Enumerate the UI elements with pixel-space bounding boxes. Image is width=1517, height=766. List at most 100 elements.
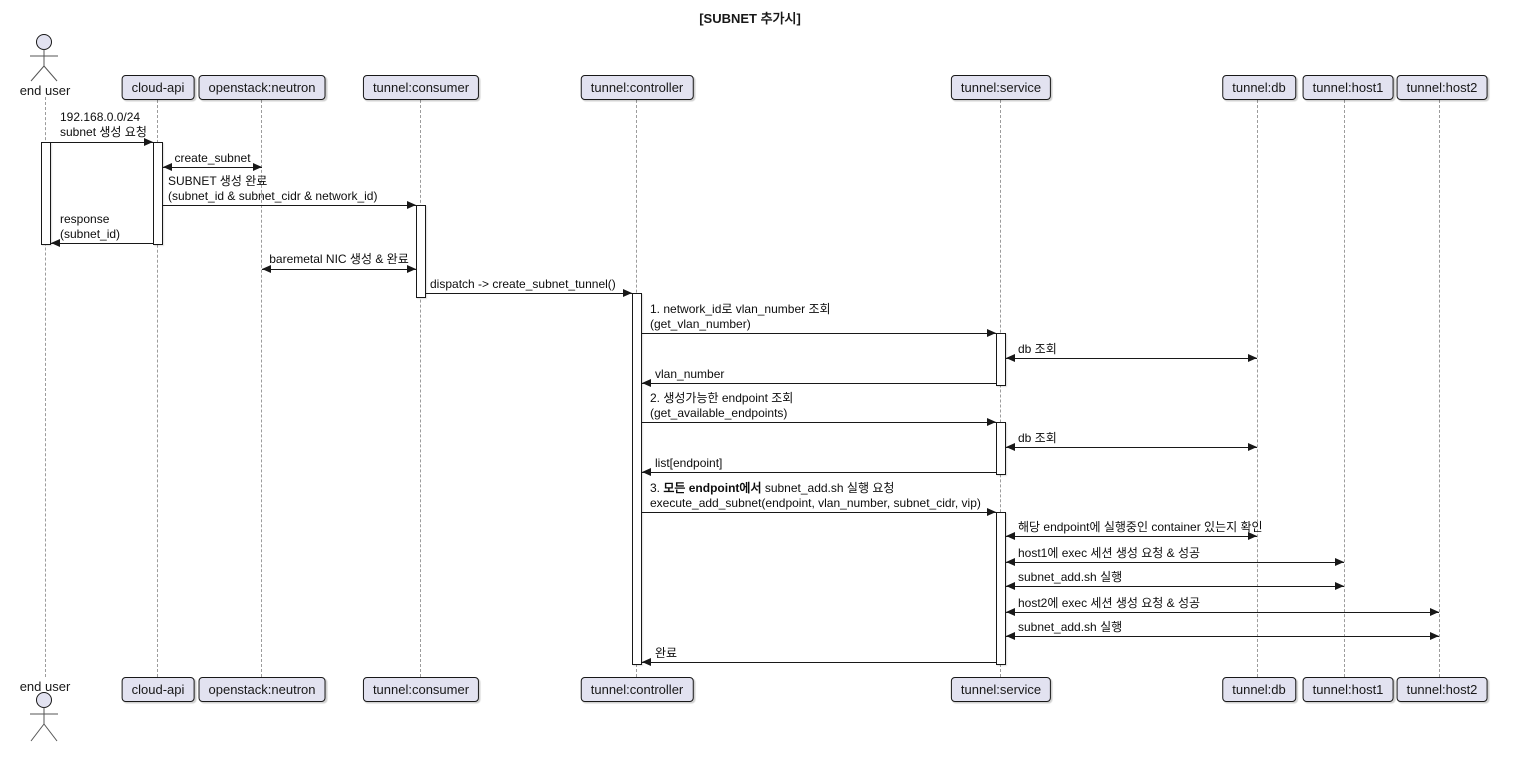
message-label-vlan-number: vlan_number <box>655 367 725 381</box>
arrowhead-icon <box>407 265 416 273</box>
arrowhead-icon <box>1006 582 1015 590</box>
diagram-title: [SUBNET 추가시] <box>699 11 801 26</box>
arrowhead-icon <box>642 658 651 666</box>
message-arrow-host1-exec <box>1006 558 1344 566</box>
message-label-subnet-request: 192.168.0.0/24 subnet 생성 요청 <box>60 110 147 139</box>
arrowhead-icon <box>144 138 153 146</box>
arrowhead-icon <box>51 239 60 247</box>
lifeline-tunnel-db <box>1257 100 1258 677</box>
arrowhead-icon <box>1335 558 1344 566</box>
activation-end-user <box>41 142 51 245</box>
message-label-list-endpoint: list[endpoint] <box>655 456 723 470</box>
activation-tunnel-service-2 <box>996 422 1006 475</box>
arrowhead-icon <box>987 418 996 426</box>
message-arrow-get-available-endpoints <box>642 418 996 426</box>
participant-tunnel-host1-top: tunnel:host1 <box>1302 75 1394 100</box>
message-label-subnet-done: SUBNET 생성 완료 (subnet_id & subnet_cidr & … <box>168 174 378 203</box>
message-label-baremetal-nic: baremetal NIC 생성 & 완료 <box>269 252 409 266</box>
participant-tunnel-controller-bottom: tunnel:controller <box>580 677 694 702</box>
message-label-dispatch: dispatch -> create_subnet_tunnel() <box>430 277 616 291</box>
message-arrow-execute-add-subnet <box>642 508 996 516</box>
arrowhead-icon <box>1430 608 1439 616</box>
participant-openstack-neutron-bottom: openstack:neutron <box>198 677 326 702</box>
participant-tunnel-consumer-bottom: tunnel:consumer <box>362 677 480 702</box>
message-label-done: 완료 <box>655 646 678 660</box>
participant-tunnel-db-top: tunnel:db <box>1222 75 1296 100</box>
participant-tunnel-consumer-top: tunnel:consumer <box>362 75 480 100</box>
participant-tunnel-service-bottom: tunnel:service <box>950 677 1052 702</box>
participant-tunnel-host2-top: tunnel:host2 <box>1396 75 1488 100</box>
message-label-container-check: 해당 endpoint에 실행중인 container 있는지 확인 <box>1018 520 1263 534</box>
message-arrow-db-lookup-2 <box>1006 443 1257 451</box>
message-arrow-container-check <box>1006 532 1257 540</box>
arrowhead-icon <box>1335 582 1344 590</box>
activation-tunnel-service-1 <box>996 333 1006 386</box>
message-arrow-create-subnet <box>163 163 262 171</box>
arrowhead-icon <box>163 163 172 171</box>
lifeline-end-user <box>45 97 46 677</box>
lifeline-openstack-neutron <box>261 100 262 677</box>
end-user-actor-icon-bottom <box>30 692 58 742</box>
participant-cloud-api-bottom: cloud-api <box>121 677 195 702</box>
message-arrow-subnet-add-host1 <box>1006 582 1344 590</box>
arrowhead-icon <box>1248 532 1257 540</box>
arrowhead-icon <box>987 329 996 337</box>
participant-tunnel-host1-bottom: tunnel:host1 <box>1302 677 1394 702</box>
message-label-get-available-endpoints: 2. 생성가능한 endpoint 조회 (get_available_endp… <box>650 391 794 420</box>
message-label-subnet-add-host2: subnet_add.sh 실행 <box>1018 620 1123 634</box>
arrowhead-icon <box>1248 443 1257 451</box>
activation-cloud-api <box>153 142 163 245</box>
message-label-host2-exec: host2에 exec 세션 생성 요청 & 성공 <box>1018 596 1201 610</box>
arrowhead-icon <box>262 265 271 273</box>
participant-end-user-top: end user <box>19 83 71 98</box>
arrowhead-icon <box>642 379 651 387</box>
message-arrow-vlan-number <box>642 379 996 387</box>
activation-tunnel-service-3 <box>996 512 1006 665</box>
arrowhead-icon <box>1006 632 1015 640</box>
message-arrow-subnet-done <box>163 201 416 209</box>
message-arrow-subnet-add-host2 <box>1006 632 1439 640</box>
arrowhead-icon <box>623 289 632 297</box>
arrowhead-icon <box>1006 608 1015 616</box>
arrowhead-icon <box>1006 532 1015 540</box>
message-label-db-lookup-1: db 조회 <box>1018 342 1057 356</box>
arrowhead-icon <box>1248 354 1257 362</box>
participant-tunnel-service-top: tunnel:service <box>950 75 1052 100</box>
activation-tunnel-consumer <box>416 205 426 298</box>
lifeline-tunnel-host1 <box>1344 100 1345 677</box>
participant-openstack-neutron-top: openstack:neutron <box>198 75 326 100</box>
message-arrow-host2-exec <box>1006 608 1439 616</box>
message-label-create-subnet: create_subnet <box>174 151 251 165</box>
arrowhead-icon <box>642 468 651 476</box>
participant-tunnel-controller-top: tunnel:controller <box>580 75 694 100</box>
arrowhead-icon <box>1430 632 1439 640</box>
end-user-actor-icon <box>30 34 58 82</box>
message-arrow-list-endpoint <box>642 468 996 476</box>
activation-tunnel-controller <box>632 293 642 665</box>
message-label-db-lookup-2: db 조회 <box>1018 431 1057 445</box>
arrowhead-icon <box>1006 558 1015 566</box>
message-arrow-db-lookup-1 <box>1006 354 1257 362</box>
message-arrow-get-vlan-number <box>642 329 996 337</box>
arrowhead-icon <box>987 508 996 516</box>
lifeline-tunnel-host2 <box>1439 100 1440 677</box>
message-label-host1-exec: host1에 exec 세션 생성 요청 & 성공 <box>1018 546 1201 560</box>
arrowhead-icon <box>253 163 262 171</box>
participant-tunnel-host2-bottom: tunnel:host2 <box>1396 677 1488 702</box>
lifeline-tunnel-service <box>1000 100 1001 677</box>
message-label-get-vlan-number: 1. network_id로 vlan_number 조회 (get_vlan_… <box>650 302 831 331</box>
lifeline-cloud-api <box>157 100 158 677</box>
arrowhead-icon <box>1006 443 1015 451</box>
message-arrow-subnet-request <box>51 138 153 146</box>
participant-end-user-bottom: end user <box>19 679 71 694</box>
lifeline-tunnel-consumer <box>420 100 421 677</box>
participant-cloud-api-top: cloud-api <box>121 75 195 100</box>
arrowhead-icon <box>1006 354 1015 362</box>
message-arrow-response <box>51 239 153 247</box>
arrowhead-icon <box>407 201 416 209</box>
participant-tunnel-db-bottom: tunnel:db <box>1222 677 1296 702</box>
message-label-subnet-add-host1: subnet_add.sh 실행 <box>1018 570 1123 584</box>
message-arrow-baremetal-nic <box>262 265 416 273</box>
